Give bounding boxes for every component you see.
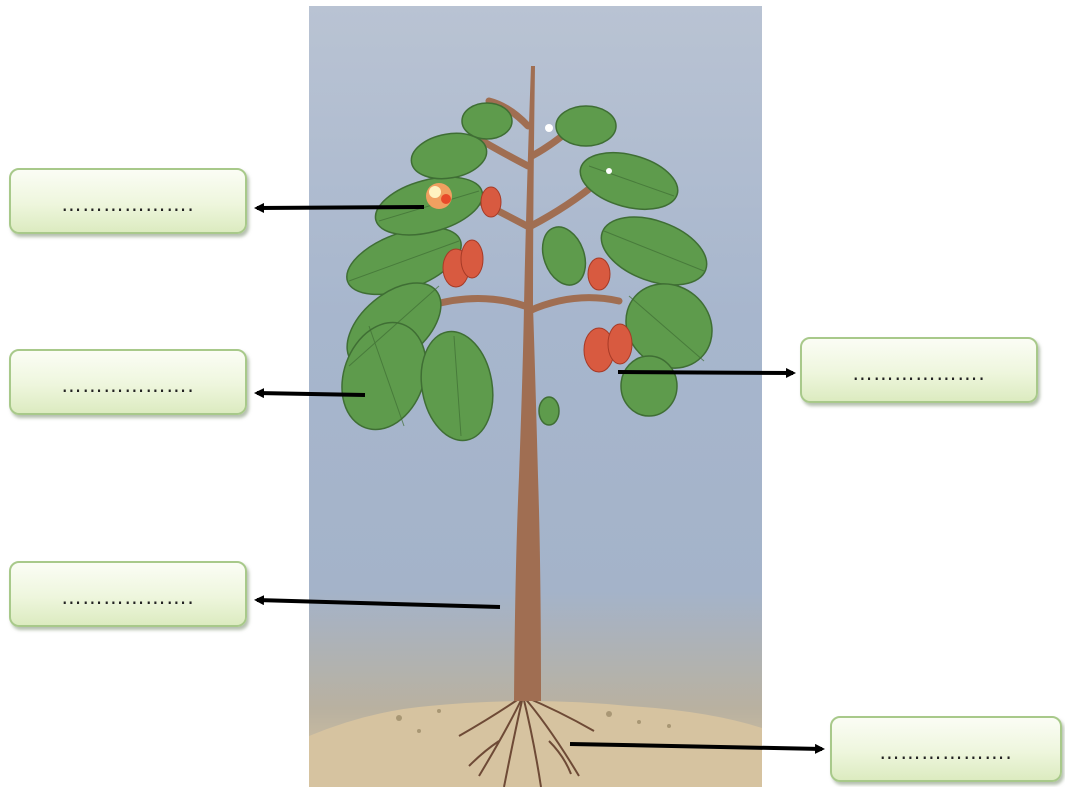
label-box-stem[interactable]: ………………. [9, 561, 247, 627]
arrow-flower [257, 207, 424, 208]
label-box-flower[interactable]: ………………. [9, 168, 247, 234]
label-box-root[interactable]: ………………. [830, 716, 1062, 782]
label-box-fruit[interactable]: ………………. [800, 337, 1038, 403]
arrow-fruit [618, 372, 793, 373]
label-box-leaf[interactable]: ………………. [9, 349, 247, 415]
arrow-leaf [257, 393, 365, 395]
arrow-stem [257, 600, 500, 607]
arrow-root [570, 744, 822, 749]
